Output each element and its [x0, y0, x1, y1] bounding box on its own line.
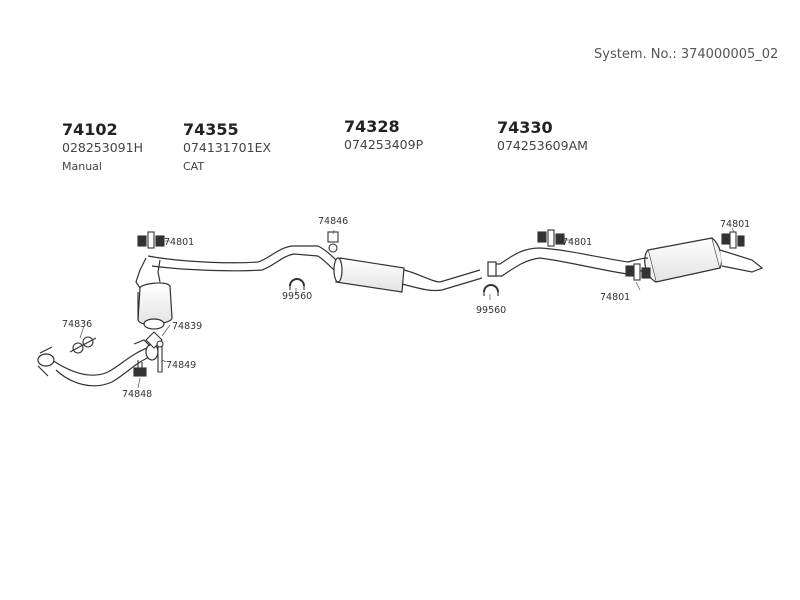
intermediate-pipe-drawing	[147, 245, 339, 273]
callout-mount: 74848	[122, 389, 152, 400]
part-code: 074253409P	[344, 137, 424, 152]
hanger-rear-bottom-icon	[625, 263, 651, 281]
callout-bracket: 74846	[318, 216, 348, 227]
hanger-front-icon	[137, 231, 165, 249]
part-number: 74355	[183, 120, 239, 139]
clamp-right-icon	[483, 284, 499, 296]
part-number: 74330	[497, 118, 553, 137]
bracket-icon	[327, 231, 339, 253]
callout-bolt: 74849	[166, 360, 196, 371]
part-code: 028253091H	[62, 140, 143, 155]
part-note: Manual	[62, 160, 102, 173]
clamp-left-icon	[289, 278, 305, 290]
gasket-left-icon	[69, 336, 97, 354]
callout-hanger-rear-bottom: 74801	[600, 292, 630, 303]
callout-clamp-left: 99560	[282, 291, 312, 302]
part-code: 074131701EX	[183, 140, 272, 155]
mount-icon	[133, 360, 147, 377]
part-number: 74102	[62, 120, 118, 139]
part-catalytic-converter: 74355 074131701EX CAT	[183, 121, 271, 175]
middle-silencer-drawing	[333, 257, 483, 293]
part-note: CAT	[183, 160, 205, 173]
hardware-drawing	[69, 229, 745, 377]
catalytic-converter-drawing	[135, 257, 173, 330]
leader-lines	[79, 227, 735, 389]
callout-gasket-cat: 74839	[172, 321, 202, 332]
hanger-rear-top-icon	[721, 231, 745, 249]
part-middle-silencer: 74328 074253409P	[344, 118, 423, 153]
bolt-icon	[156, 340, 164, 373]
callout-clamp-right: 99560	[476, 305, 506, 316]
callout-gasket-left: 74836	[62, 319, 92, 330]
part-rear-silencer: 74330 074253609AM	[497, 119, 588, 154]
callout-hanger-rear-top: 74801	[720, 219, 750, 230]
rear-pipe-drawing	[487, 247, 629, 277]
hanger-mid-icon	[537, 229, 565, 247]
part-code: 074253609AM	[497, 138, 588, 153]
part-front-pipe: 74102 028253091H Manual	[62, 121, 143, 175]
system-number: System. No.: 374000005_02	[594, 47, 779, 62]
callout-hanger-mid: 74801	[562, 237, 592, 248]
part-number: 74328	[344, 117, 400, 136]
callout-hanger-front: 74801	[164, 237, 194, 248]
